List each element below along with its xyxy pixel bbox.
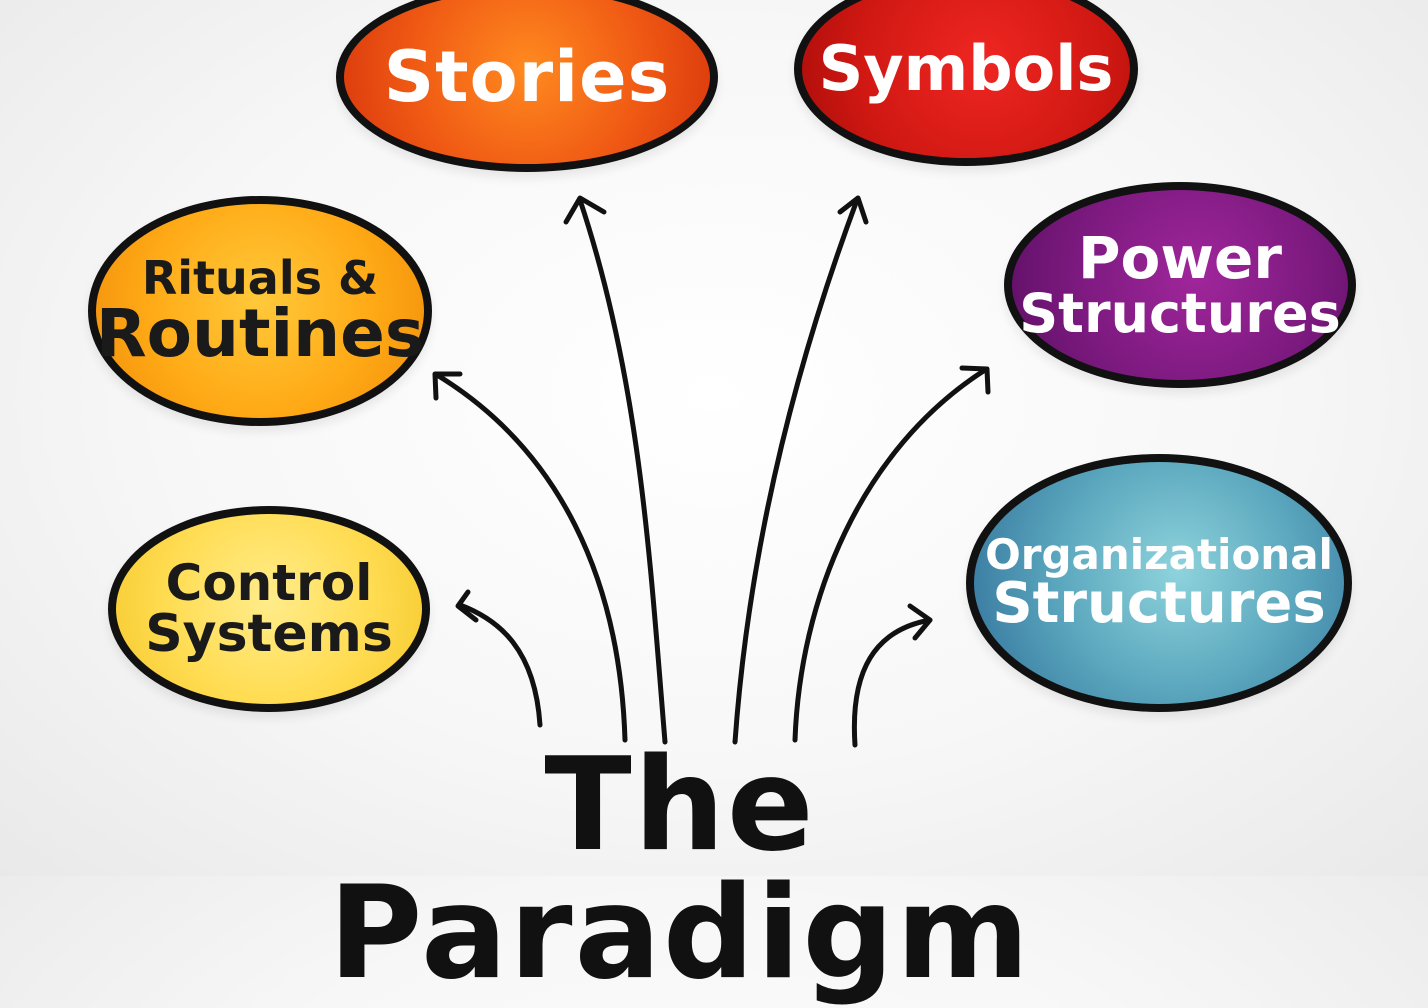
bubble-org-label-line2: Structures — [992, 571, 1326, 636]
bubble-organizational-structures: Organizational Structures — [966, 454, 1352, 712]
arrow-to-power — [792, 367, 988, 743]
bubble-stories: Stories — [336, 0, 718, 172]
arrowhead-symbols — [837, 195, 869, 225]
arrowhead-control — [455, 589, 479, 623]
arrow-to-control — [457, 602, 543, 728]
arrow-to-org — [851, 617, 933, 748]
bubble-power-label-line1: Power — [1078, 224, 1282, 292]
arrowhead-org — [907, 603, 933, 641]
bubble-symbols-label: Symbols — [818, 32, 1114, 105]
bubble-control-label-line2: Systems — [145, 604, 393, 664]
bubble-power-label-line2: Structures — [1019, 282, 1341, 345]
arrowhead-stories — [563, 195, 607, 225]
bubble-power-structures: Power Structures — [1004, 182, 1356, 388]
paradigm-mind-map: Stories Symbols Rituals & Routines Power… — [88, 0, 1356, 998]
arrows-layer — [432, 195, 991, 748]
center-title: The Paradigm — [328, 731, 1032, 1008]
arrow-to-symbols — [732, 197, 860, 745]
arrow-to-rituals — [434, 372, 628, 743]
bubble-rituals-label-line2: Routines — [95, 295, 425, 372]
bubble-symbols: Symbols — [794, 0, 1138, 166]
bubble-rituals-label-line1: Rituals & — [141, 251, 379, 305]
bubble-control-label-line1: Control — [165, 554, 373, 612]
arrow-to-stories — [577, 197, 668, 745]
arrowhead-power — [959, 365, 991, 395]
bubble-org-label-line1: Organizational — [985, 530, 1333, 579]
bubble-rituals-routines: Rituals & Routines — [88, 196, 432, 426]
bubble-control-systems: Control Systems — [108, 506, 430, 712]
bubble-stories-label: Stories — [383, 36, 671, 118]
arrowhead-rituals — [432, 371, 463, 401]
